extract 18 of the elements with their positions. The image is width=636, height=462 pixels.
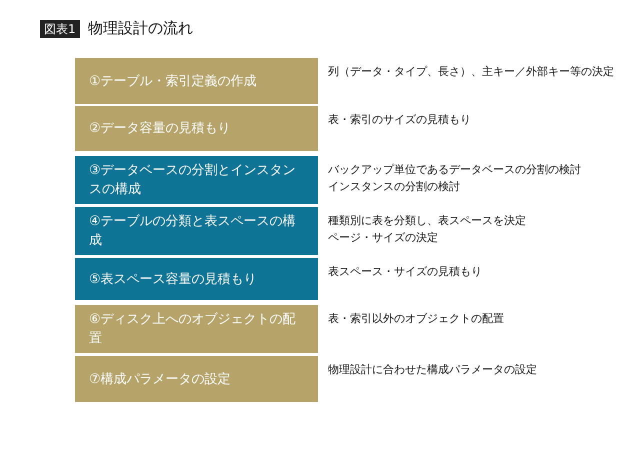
- step-box: ④テーブルの分類と表スペースの構成: [75, 207, 318, 255]
- step-description: 表・索引以外のオブジェクトの配置: [328, 311, 505, 327]
- figure-number-badge: 図表1: [40, 20, 80, 38]
- step-box: ②データ容量の見積もり: [75, 106, 318, 151]
- step-description: バックアップ単位であるデータベースの分割の検討: [328, 162, 582, 178]
- step-description: ページ・サイズの決定: [328, 230, 439, 246]
- step-box: ⑤表スペース容量の見積もり: [75, 258, 318, 300]
- step-description: 種類別に表を分類し、表スペースを決定: [328, 213, 527, 229]
- step-description: 列（データ・タイプ、長さ）、主キー／外部キー等の決定: [328, 64, 615, 80]
- step-box: ①テーブル・索引定義の作成: [75, 58, 318, 104]
- step-description: インスタンスの分割の検討: [328, 179, 461, 195]
- step-description: 物理設計に合わせた構成パラメータの設定: [328, 362, 538, 378]
- step-box: ③データベースの分割とインスタンスの構成: [75, 156, 318, 204]
- step-box: ⑦構成パラメータの設定: [75, 356, 318, 402]
- step-box: ⑥ディスク上へのオブジェクトの配置: [75, 305, 318, 353]
- step-description: 表スペース・サイズの見積もり: [328, 264, 483, 280]
- step-description: 表・索引のサイズの見積もり: [328, 112, 472, 128]
- diagram-title: 物理設計の流れ: [88, 18, 193, 38]
